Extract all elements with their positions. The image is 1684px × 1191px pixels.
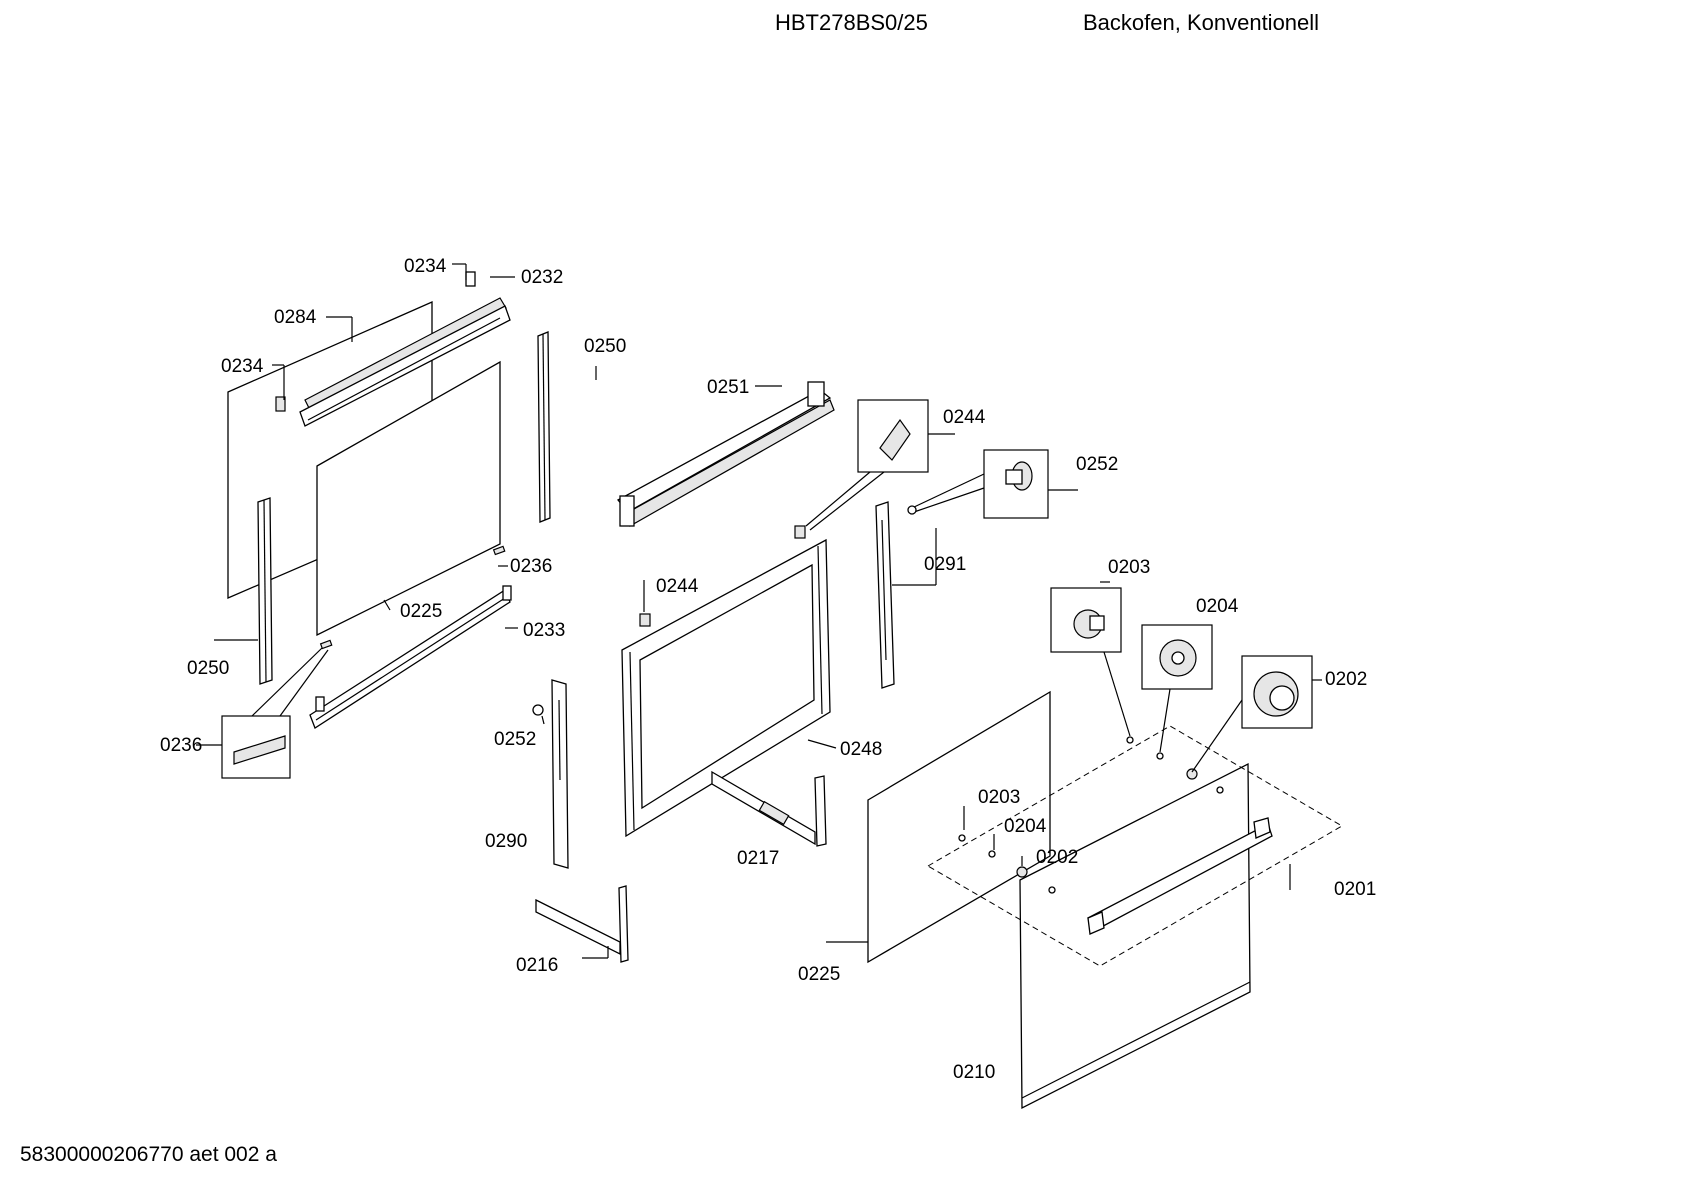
detail-box-0252 [907, 449, 1049, 519]
callout-0250-left: 0250 [187, 658, 229, 679]
left-hinge-bracket [535, 885, 629, 963]
callout-0225-left: 0225 [400, 601, 442, 622]
callout-0284: 0284 [274, 307, 317, 328]
callout-0252-top: 0252 [1076, 454, 1118, 475]
outer-door-panel [1019, 762, 1251, 1110]
dashed-door-outline [927, 725, 1343, 967]
callout-0217: 0217 [737, 848, 779, 869]
small-pad-lower [319, 639, 333, 650]
knob-positions [958, 736, 1224, 894]
clip-small-top [275, 396, 286, 412]
callout-0210: 0210 [953, 1062, 995, 1083]
door-handle [1087, 817, 1273, 935]
detail-box-0202 [1191, 655, 1313, 773]
callout-0204-top: 0204 [1196, 596, 1239, 617]
callout-0225-lower: 0225 [798, 964, 840, 985]
top-trim-strip [299, 271, 511, 427]
small-pad-upper [492, 545, 506, 556]
callout-0233: 0233 [523, 620, 565, 641]
outer-glass-0225 [867, 690, 1051, 964]
callout-0204-lower: 0204 [1004, 816, 1047, 837]
detail-box-0236 [221, 647, 329, 779]
callout-0252-left: 0252 [494, 729, 536, 750]
callout-0202-top: 0202 [1325, 669, 1367, 690]
leader-lines [196, 263, 1322, 959]
inner-glass-pane [316, 360, 501, 637]
callout-0290: 0290 [485, 831, 527, 852]
callout-0250-top: 0250 [584, 336, 626, 357]
detail-box-0204 [1141, 624, 1213, 753]
callout-0232: 0232 [521, 267, 563, 288]
inner-door-frame [621, 538, 831, 838]
callout-0202-lower: 0202 [1036, 847, 1078, 868]
model-number: HBT278BS0/25 [775, 10, 928, 35]
callout-0236-left: 0236 [160, 735, 202, 756]
callout-0236-top: 0236 [510, 556, 552, 577]
side-profile-right [537, 331, 551, 523]
callout-0251: 0251 [707, 377, 749, 398]
detail-box-0244 [805, 399, 929, 531]
bottom-trim-strip [309, 585, 512, 729]
callout-0203-lower: 0203 [978, 787, 1020, 808]
lower-hinge-bracket [711, 770, 827, 847]
top-cross-bar [616, 381, 835, 527]
callout-0234-top: 0234 [404, 256, 447, 277]
screw-0252-left [532, 704, 544, 716]
callout-0244-mid: 0244 [656, 576, 699, 597]
vertical-profile-0290 [551, 679, 569, 869]
appliance-description: Backofen, Konventionell [1083, 10, 1320, 35]
frame-clip-left [639, 613, 651, 627]
callout-0291: 0291 [924, 554, 966, 575]
callout-0203-top: 0203 [1108, 557, 1150, 578]
callout-0201: 0201 [1334, 879, 1376, 900]
document-id: 58300000206770 aet 002 a [20, 1143, 277, 1166]
callout-0234-left: 0234 [221, 356, 264, 377]
side-profile-left [257, 497, 273, 685]
callout-0248: 0248 [840, 739, 882, 760]
callout-0216: 0216 [516, 955, 558, 976]
frame-clip-top [794, 525, 806, 539]
side-profile-0291 [875, 501, 895, 689]
detail-box-0203 [1050, 587, 1131, 737]
callout-0244-top: 0244 [943, 407, 986, 428]
